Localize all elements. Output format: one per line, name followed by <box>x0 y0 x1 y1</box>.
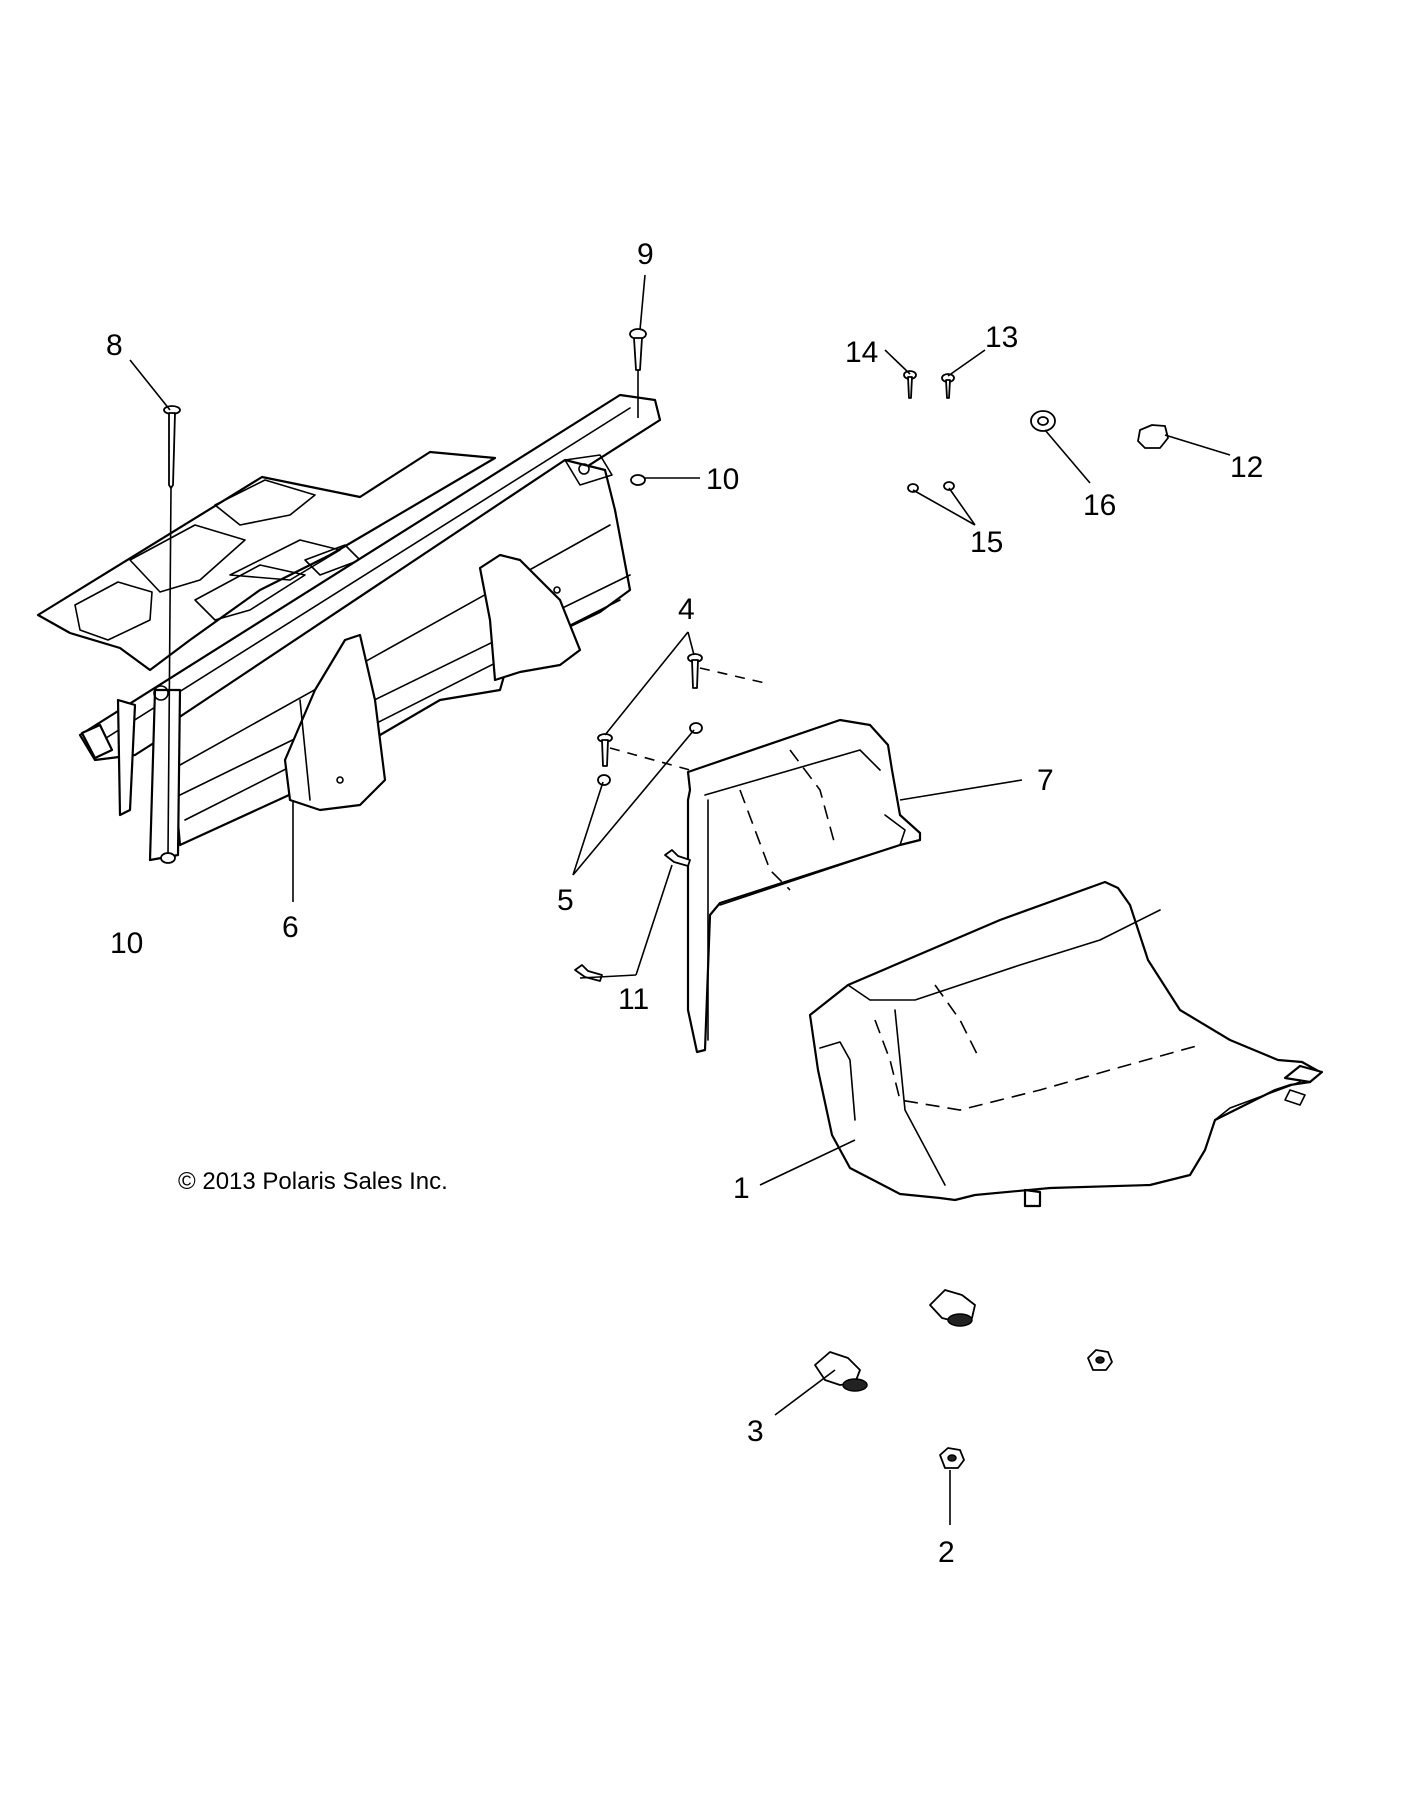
callout-12: 12 <box>1230 451 1263 484</box>
leader-line-3 <box>774 1369 836 1416</box>
nut-hardware-10-upper <box>630 474 646 486</box>
callout-15: 15 <box>970 526 1003 559</box>
leader-line-14 <box>884 349 911 375</box>
callout-13: 13 <box>985 321 1018 354</box>
callout-1: 1 <box>733 1172 750 1205</box>
screw-hardware-14 <box>903 370 917 399</box>
screw-hardware-4 <box>597 653 703 767</box>
rear-rack-assembly <box>36 393 662 862</box>
nut-hardware-2 <box>939 1349 1113 1469</box>
callout-9: 9 <box>637 238 654 271</box>
screw-hardware-13 <box>941 373 955 399</box>
callout-4: 4 <box>678 593 695 626</box>
leader-line-7 <box>899 779 1023 801</box>
nut-hardware-5-lower <box>597 774 611 786</box>
leader-line-5 <box>572 729 695 876</box>
copyright-notice: © 2013 Polaris Sales Inc. <box>178 1168 448 1195</box>
leader-line-dash-a <box>699 667 766 684</box>
callout-16: 16 <box>1083 489 1116 522</box>
leader-line-11 <box>579 864 673 979</box>
leader-line-16 <box>1044 429 1091 484</box>
callout-14: 14 <box>845 336 878 369</box>
plug-hardware-12 <box>1137 424 1169 449</box>
leader-line-1 <box>759 1139 856 1186</box>
bolt-hardware-9 <box>629 328 647 418</box>
leader-line-13 <box>947 349 986 377</box>
leader-line-15 <box>912 487 976 526</box>
callout-8: 8 <box>106 329 123 362</box>
leader-line-4 <box>604 631 695 736</box>
callout-10-upper: 10 <box>706 463 739 496</box>
nut-hardware-15-left <box>907 483 919 493</box>
bushing-hardware-16 <box>1030 410 1056 432</box>
leader-line-8 <box>129 359 171 411</box>
leader-line-dash-b <box>609 747 691 771</box>
bolt-hardware-11 <box>574 849 691 982</box>
nut-hardware-15-right <box>943 481 955 491</box>
nut-hardware-10-lower <box>160 852 176 864</box>
backrest <box>686 718 922 1054</box>
leader-line-12 <box>1164 434 1231 456</box>
seat <box>808 880 1324 1208</box>
long-bolt-hardware <box>163 405 181 856</box>
callout-11: 11 <box>618 983 649 1016</box>
leader-line-9 <box>639 274 646 331</box>
callout-7: 7 <box>1037 764 1054 797</box>
clip-hardware-3 <box>814 1289 976 1392</box>
callout-3: 3 <box>747 1415 764 1448</box>
callout-6: 6 <box>282 911 299 944</box>
callout-5: 5 <box>557 884 574 917</box>
callout-2: 2 <box>938 1536 955 1569</box>
callout-10-lower: 10 <box>110 927 143 960</box>
